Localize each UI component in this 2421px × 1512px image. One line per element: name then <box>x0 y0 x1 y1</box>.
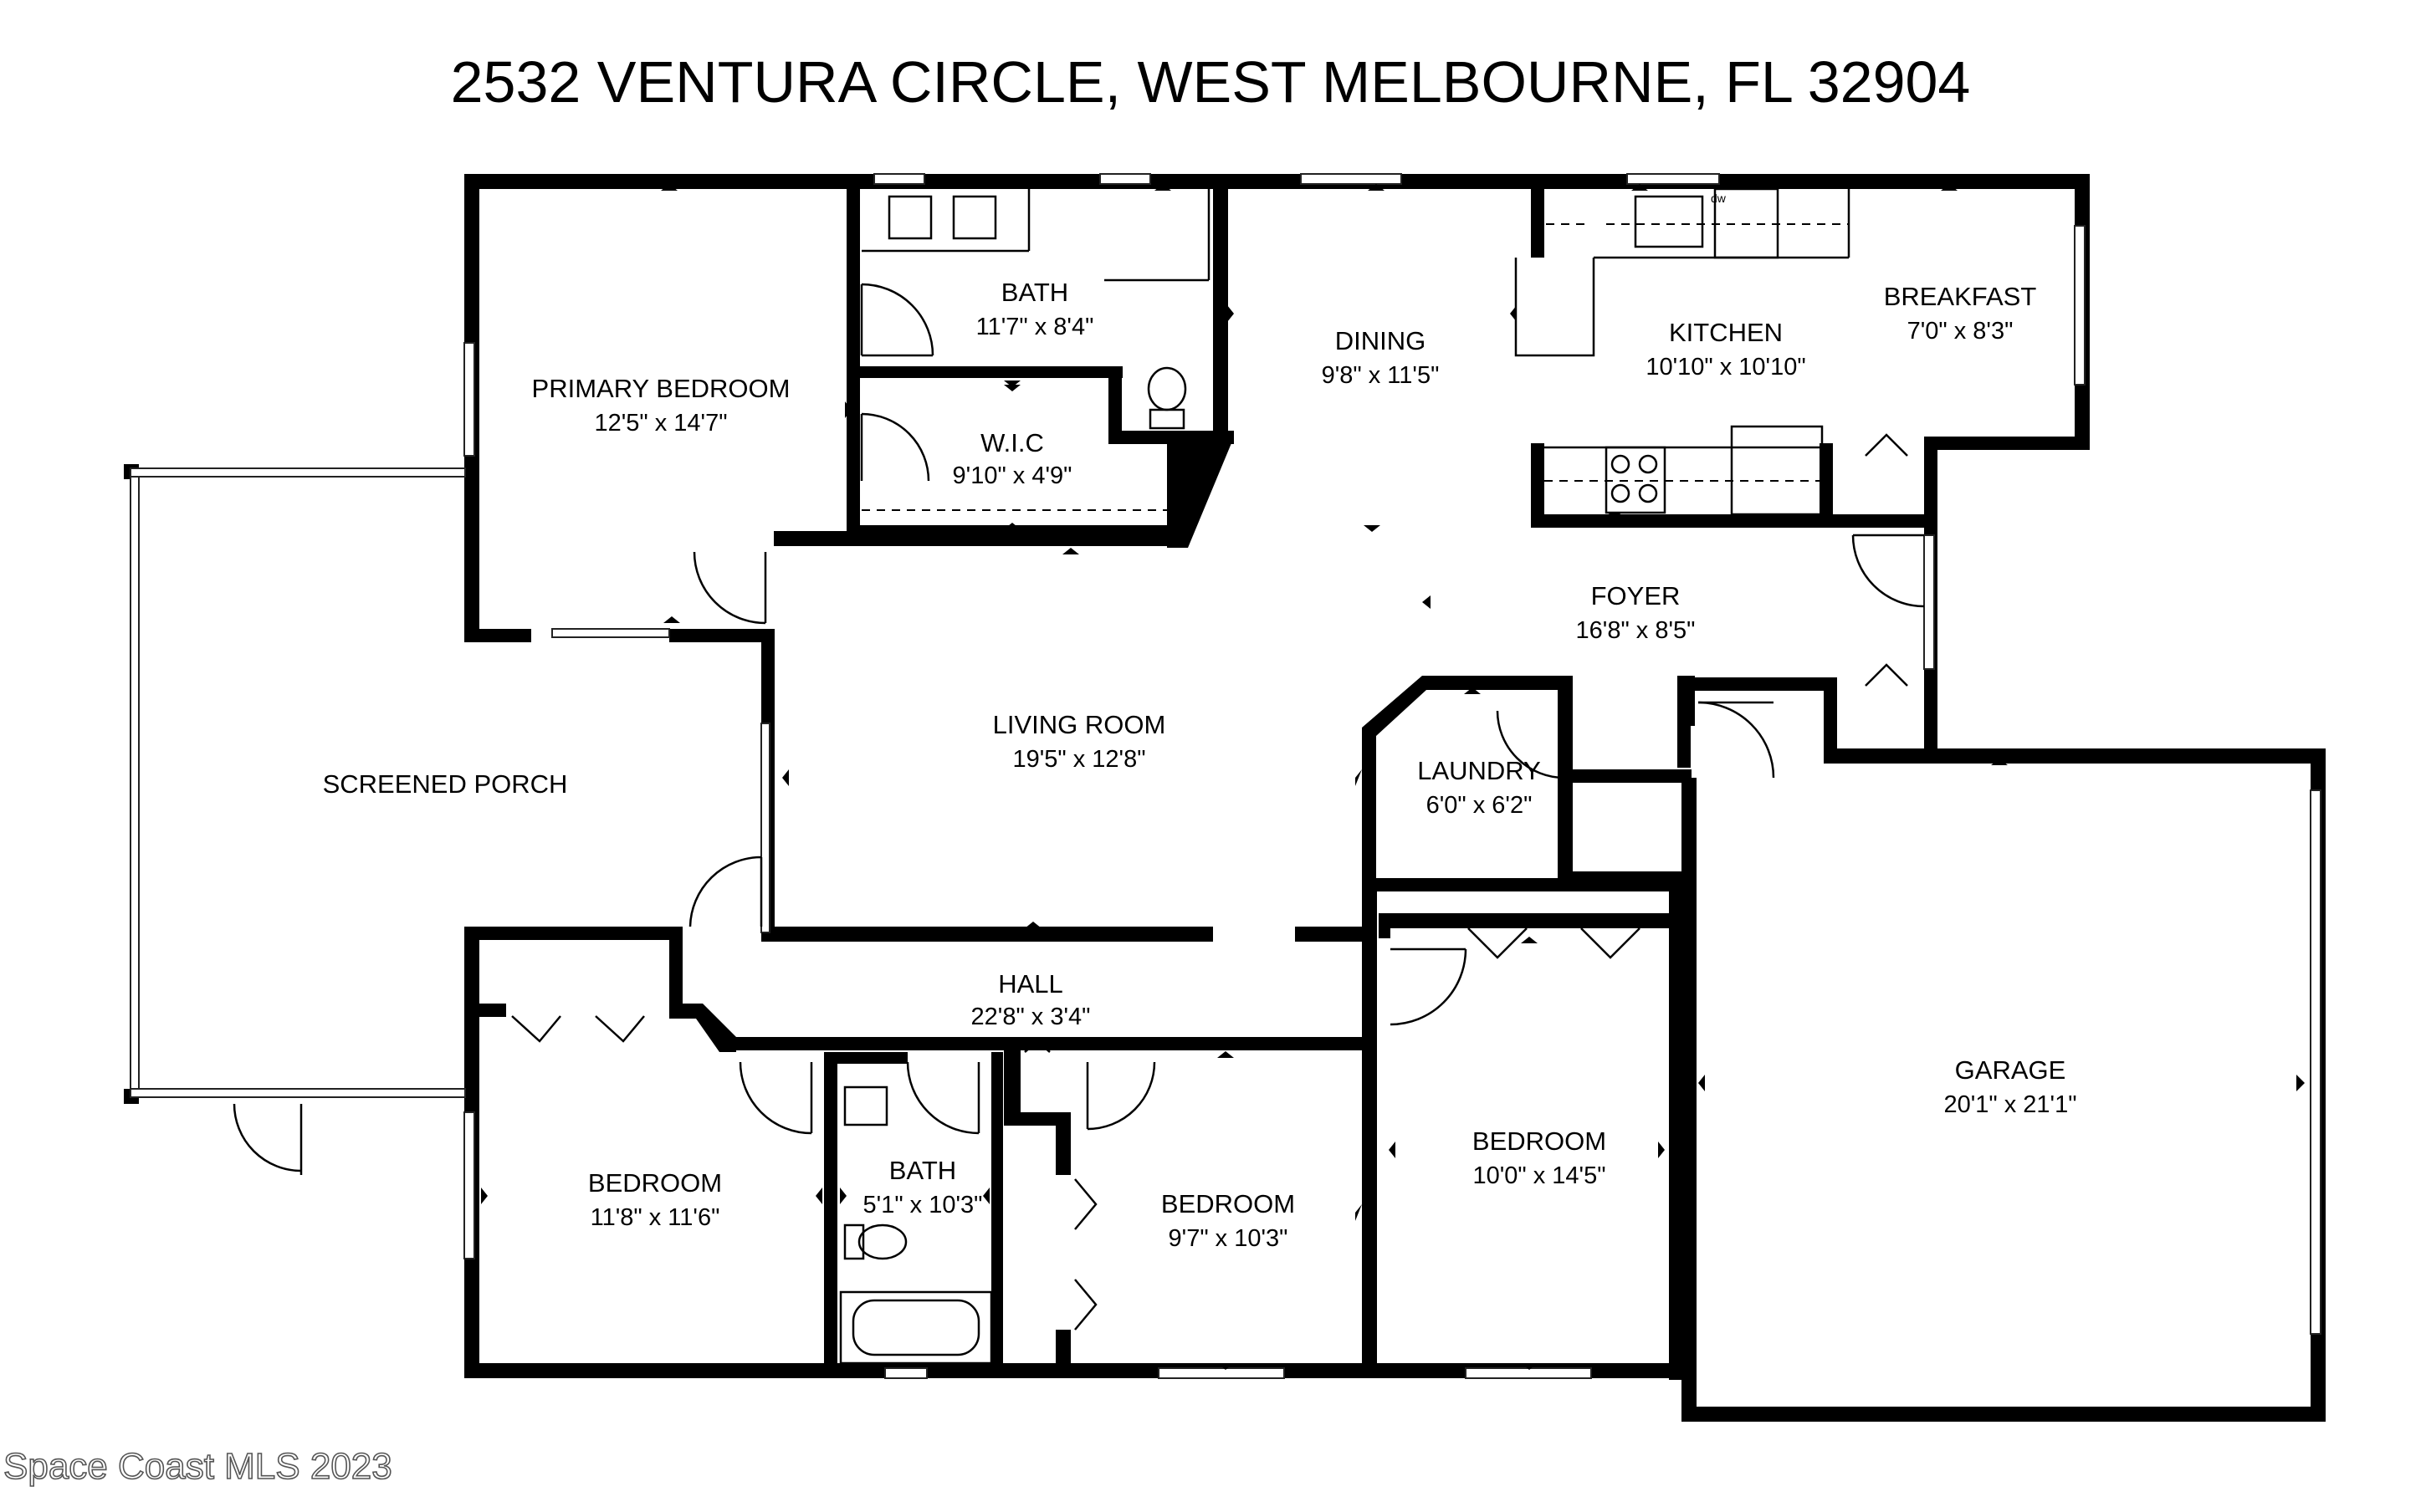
wic-dims: 9'10" x 4'9" <box>953 462 1072 489</box>
screened-porch-name: SCREENED PORCH <box>323 769 568 799</box>
garage-dims: 20'1" x 21'1" <box>1943 1091 2076 1118</box>
primary-bedroom-dims: 12'5" x 14'7" <box>594 410 727 437</box>
dining-dims: 9'8" x 11'5" <box>1322 362 1440 389</box>
kitchen-dims: 10'10" x 10'10" <box>1646 354 1805 381</box>
breakfast-dims: 7'0" x 8'3" <box>1907 318 2014 345</box>
foyer-name: FOYER <box>1591 581 1681 610</box>
wic-name: W.I.C <box>980 428 1044 457</box>
hall-name: HALL <box>998 969 1063 999</box>
dishwasher-label: dw <box>1711 192 1727 205</box>
kitchen-name: KITCHEN <box>1669 318 1783 347</box>
bedroom-1-dims: 11'8" x 11'6" <box>591 1204 720 1231</box>
plan-title: 2532 VENTURA CIRCLE, WEST MELBOURNE, FL … <box>451 49 1971 115</box>
bedroom-3-name: BEDROOM <box>1472 1126 1606 1156</box>
hall-dims: 22'8" x 3'4" <box>971 1004 1091 1030</box>
dining-name: DINING <box>1335 326 1426 355</box>
bedroom-1-name: BEDROOM <box>588 1168 722 1198</box>
primary-bath-dims: 11'7" x 8'4" <box>976 314 1094 340</box>
bedroom-3-dims: 10'0" x 14'5" <box>1472 1162 1605 1189</box>
bath-2-name: BATH <box>889 1156 956 1185</box>
bedroom-2-dims: 9'7" x 10'3" <box>1169 1225 1288 1252</box>
garage-name: GARAGE <box>1955 1055 2066 1085</box>
room-labels: PRIMARY BEDROOM 12'5" x 14'7" BATH 11'7"… <box>323 278 2077 1252</box>
breakfast-name: BREAKFAST <box>1884 282 2037 311</box>
doors <box>233 283 1925 1331</box>
windows <box>130 173 2321 1379</box>
dimension-arrows <box>481 184 2305 1370</box>
laundry-name: LAUNDRY <box>1417 756 1541 785</box>
primary-bedroom-name: PRIMARY BEDROOM <box>532 374 791 403</box>
bedroom-2-name: BEDROOM <box>1161 1189 1295 1218</box>
mls-watermark: Space Coast MLS 2023 <box>3 1446 392 1487</box>
primary-bath-name: BATH <box>1001 278 1068 307</box>
bath-2-dims: 5'1" x 10'3" <box>863 1192 983 1218</box>
living-room-dims: 19'5" x 12'8" <box>1012 746 1145 773</box>
foyer-dims: 16'8" x 8'5" <box>1576 617 1696 644</box>
laundry-dims: 6'0" x 6'2" <box>1426 792 1533 819</box>
living-room-name: LIVING ROOM <box>993 710 1166 739</box>
